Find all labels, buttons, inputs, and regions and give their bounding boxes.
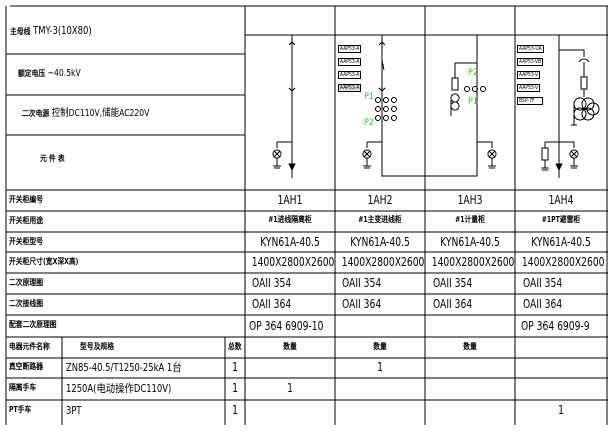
component-table-title: 元 件 表	[40, 154, 65, 163]
meter-tag: AAP53-A	[338, 71, 362, 79]
meter-tag: AAP53-UA	[517, 45, 544, 53]
cabinet-use: #1计量柜	[455, 215, 485, 224]
row-label-cabinet-model: 开关柜型号	[9, 237, 43, 246]
voltage-value: ~40.5kV	[47, 68, 81, 79]
cabinet-model: KYN61A-40.5	[440, 235, 500, 249]
cabinet-extra: OP 364 6909-9	[521, 319, 590, 333]
meter-tag: BSP-7F	[517, 97, 543, 105]
cabinet-wiring: OAII 364	[523, 297, 563, 311]
row-label-cabinet-id: 开关柜编号	[9, 195, 43, 204]
busbar-spec: 主母线 TMY-3(10X80)	[10, 25, 92, 36]
rated-voltage: 额定电压 ~40.5kV	[18, 69, 81, 79]
cabinet-wiring: OAII 364	[252, 297, 292, 311]
cabinet-size: 1400X2800X2600	[521, 255, 605, 269]
component-total: 1	[232, 403, 238, 417]
cabinet-id: 1AH4	[548, 193, 574, 207]
meter-tag: AAP53-V	[517, 84, 541, 92]
row-label-cabinet-use: 开关柜用途	[9, 216, 43, 225]
secondary-power-label: 二次电源	[22, 109, 50, 118]
ct-label-p1-1ah3: P1	[468, 97, 479, 107]
component-qty: 1	[377, 360, 383, 374]
component-qty: 1	[287, 381, 293, 395]
qty-header: 数量	[283, 342, 297, 351]
component-name: PT手车	[9, 405, 32, 414]
meter-tag: AAP53-A	[338, 58, 362, 66]
cabinet-schematic: OAII 354	[523, 276, 563, 290]
component-spec: 3PT	[66, 404, 82, 417]
ct-label-p1: P1	[364, 92, 375, 102]
cabinet-wiring: OAII 364	[342, 297, 382, 311]
cabinet-size: 1400X2800X2600	[341, 255, 425, 269]
component-name-header: 电器元件名称	[9, 342, 50, 351]
component-name: 隔离手车	[9, 383, 37, 392]
row-label-cabinet-size: 开关柜尺寸(宽X深X高)	[9, 257, 79, 266]
component-total: 1	[232, 381, 238, 395]
component-spec-header: 型号及规格	[80, 342, 114, 351]
row-label-wiring: 二次接线图	[9, 299, 43, 308]
busbar-label: 主母线	[10, 27, 31, 36]
row-label-extra: 配套二次原理图	[9, 320, 57, 329]
cabinet-schematic: OAII 354	[252, 276, 292, 290]
cabinet-id: 1AH1	[277, 193, 303, 207]
meter-tag: AAP53-VB	[517, 58, 544, 66]
cabinet-use: #1主变进线柜	[358, 215, 402, 224]
cabinet-model: KYN61A-40.5	[260, 235, 320, 249]
cabinet-wiring: OAII 364	[433, 297, 473, 311]
secondary-power-value: 控制DC110V,储能AC220V	[51, 108, 150, 119]
cabinet-model: KYN61A-40.5	[350, 235, 410, 249]
cabinet-use: #1PT避雷柜	[541, 215, 581, 224]
component-qty: 1	[558, 403, 564, 417]
cabinet-use: #1进线隔离柜	[268, 215, 312, 224]
ct-label-p2: P2	[364, 118, 375, 128]
secondary-power: 二次电源 控制DC110V,储能AC220V	[22, 109, 149, 119]
row-label-schematic: 二次原理图	[9, 278, 43, 287]
ct-label-p2-1ah3: P2	[468, 68, 479, 78]
meter-tag: AAP53-A	[338, 84, 362, 92]
busbar-value: TMY-3(10X80)	[33, 24, 92, 37]
cabinet-id: 1AH2	[367, 193, 393, 207]
cabinet-model: KYN61A-40.5	[531, 235, 591, 249]
component-name: 真空断路器	[9, 362, 43, 371]
component-spec: ZN85-40.5/T1250-25kA 1台	[66, 361, 182, 374]
cabinet-size: 1400X2800X2600	[431, 255, 515, 269]
voltage-label: 额定电压	[18, 69, 46, 78]
meter-tag: AAP53-A	[338, 45, 362, 53]
qty-header: 数量	[463, 342, 477, 351]
meter-tag: AAP53-V	[517, 71, 541, 79]
cabinet-size: 1400X2800X2600	[251, 255, 335, 269]
component-total: 1	[232, 360, 238, 374]
cabinet-schematic: OAII 354	[342, 276, 382, 290]
component-spec: 1250A(电动操作DC110V)	[66, 382, 172, 395]
cabinet-id: 1AH3	[457, 193, 483, 207]
component-total-header: 总数	[228, 342, 242, 351]
qty-header: 数量	[373, 342, 387, 351]
cabinet-extra: OP 364 6909-10	[249, 319, 324, 333]
cabinet-schematic: OAII 354	[433, 276, 473, 290]
